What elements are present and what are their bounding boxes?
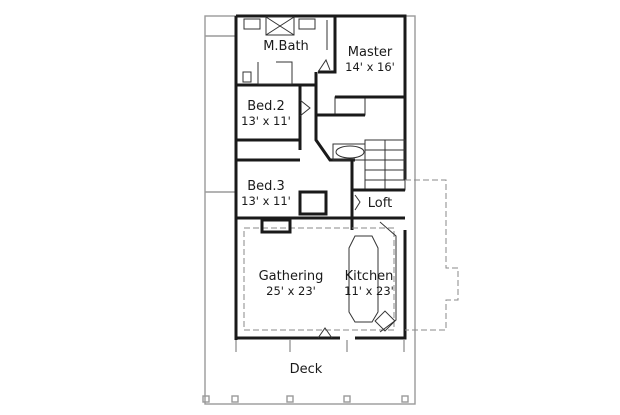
room-label-bed-3: Bed.3 13' x 11' [241,179,291,209]
room-label-gathering: Gathering 25' x 23' [258,269,324,299]
room-label-bed-2: Bed.2 13' x 11' [241,99,291,129]
room-label-deck: Deck [289,362,323,377]
room-label-kitchen: Kitchen 11' x 23' [344,269,394,299]
room-label-loft: Loft [367,196,393,211]
room-label-m-bath: M.Bath [263,39,309,54]
room-label-master: Master 14' x 16' [345,45,395,75]
